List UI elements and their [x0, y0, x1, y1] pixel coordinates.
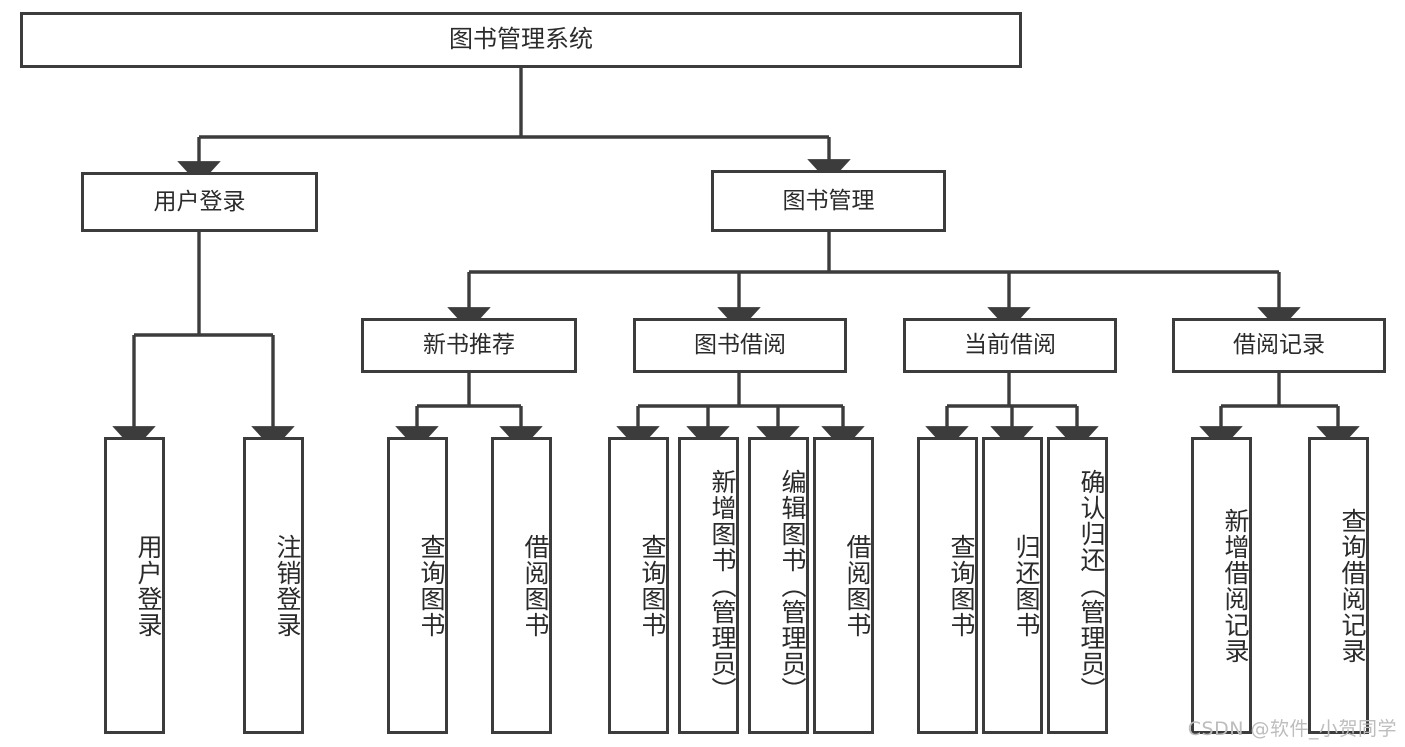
- leaf-logout[interactable]: 注销登录: [243, 437, 304, 734]
- node-borrow-record[interactable]: 借阅记录: [1172, 318, 1386, 373]
- node-book-management[interactable]: 图书管理: [711, 170, 946, 232]
- node-root[interactable]: 图书管理系统: [20, 12, 1022, 68]
- leaf-query-book-current[interactable]: 查询图书: [917, 437, 978, 734]
- leaf-query-book-recommend[interactable]: 查询图书: [387, 437, 448, 734]
- leaf-add-book-admin[interactable]: 新增图书（管理员）: [678, 437, 739, 734]
- watermark-text: CSDN @软件_小贺同学: [1187, 718, 1397, 740]
- leaf-query-borrow-record[interactable]: 查询借阅记录: [1308, 437, 1369, 734]
- node-book-borrow[interactable]: 图书借阅: [633, 318, 847, 373]
- leaf-borrow-book-recommend[interactable]: 借阅图书: [491, 437, 552, 734]
- leaf-user-login[interactable]: 用户登录: [104, 437, 165, 734]
- leaf-query-book-borrow[interactable]: 查询图书: [608, 437, 669, 734]
- leaf-confirm-return-admin[interactable]: 确认归还（管理员）: [1047, 437, 1108, 734]
- leaf-borrow-book[interactable]: 借阅图书: [813, 437, 874, 734]
- node-user-login[interactable]: 用户登录: [81, 172, 318, 232]
- leaf-add-borrow-record[interactable]: 新增借阅记录: [1191, 437, 1252, 734]
- leaf-edit-book-admin[interactable]: 编辑图书（管理员）: [748, 437, 809, 734]
- leaf-return-book[interactable]: 归还图书: [982, 437, 1043, 734]
- node-current-borrow[interactable]: 当前借阅: [903, 318, 1117, 373]
- node-new-book-recommend[interactable]: 新书推荐: [361, 318, 577, 373]
